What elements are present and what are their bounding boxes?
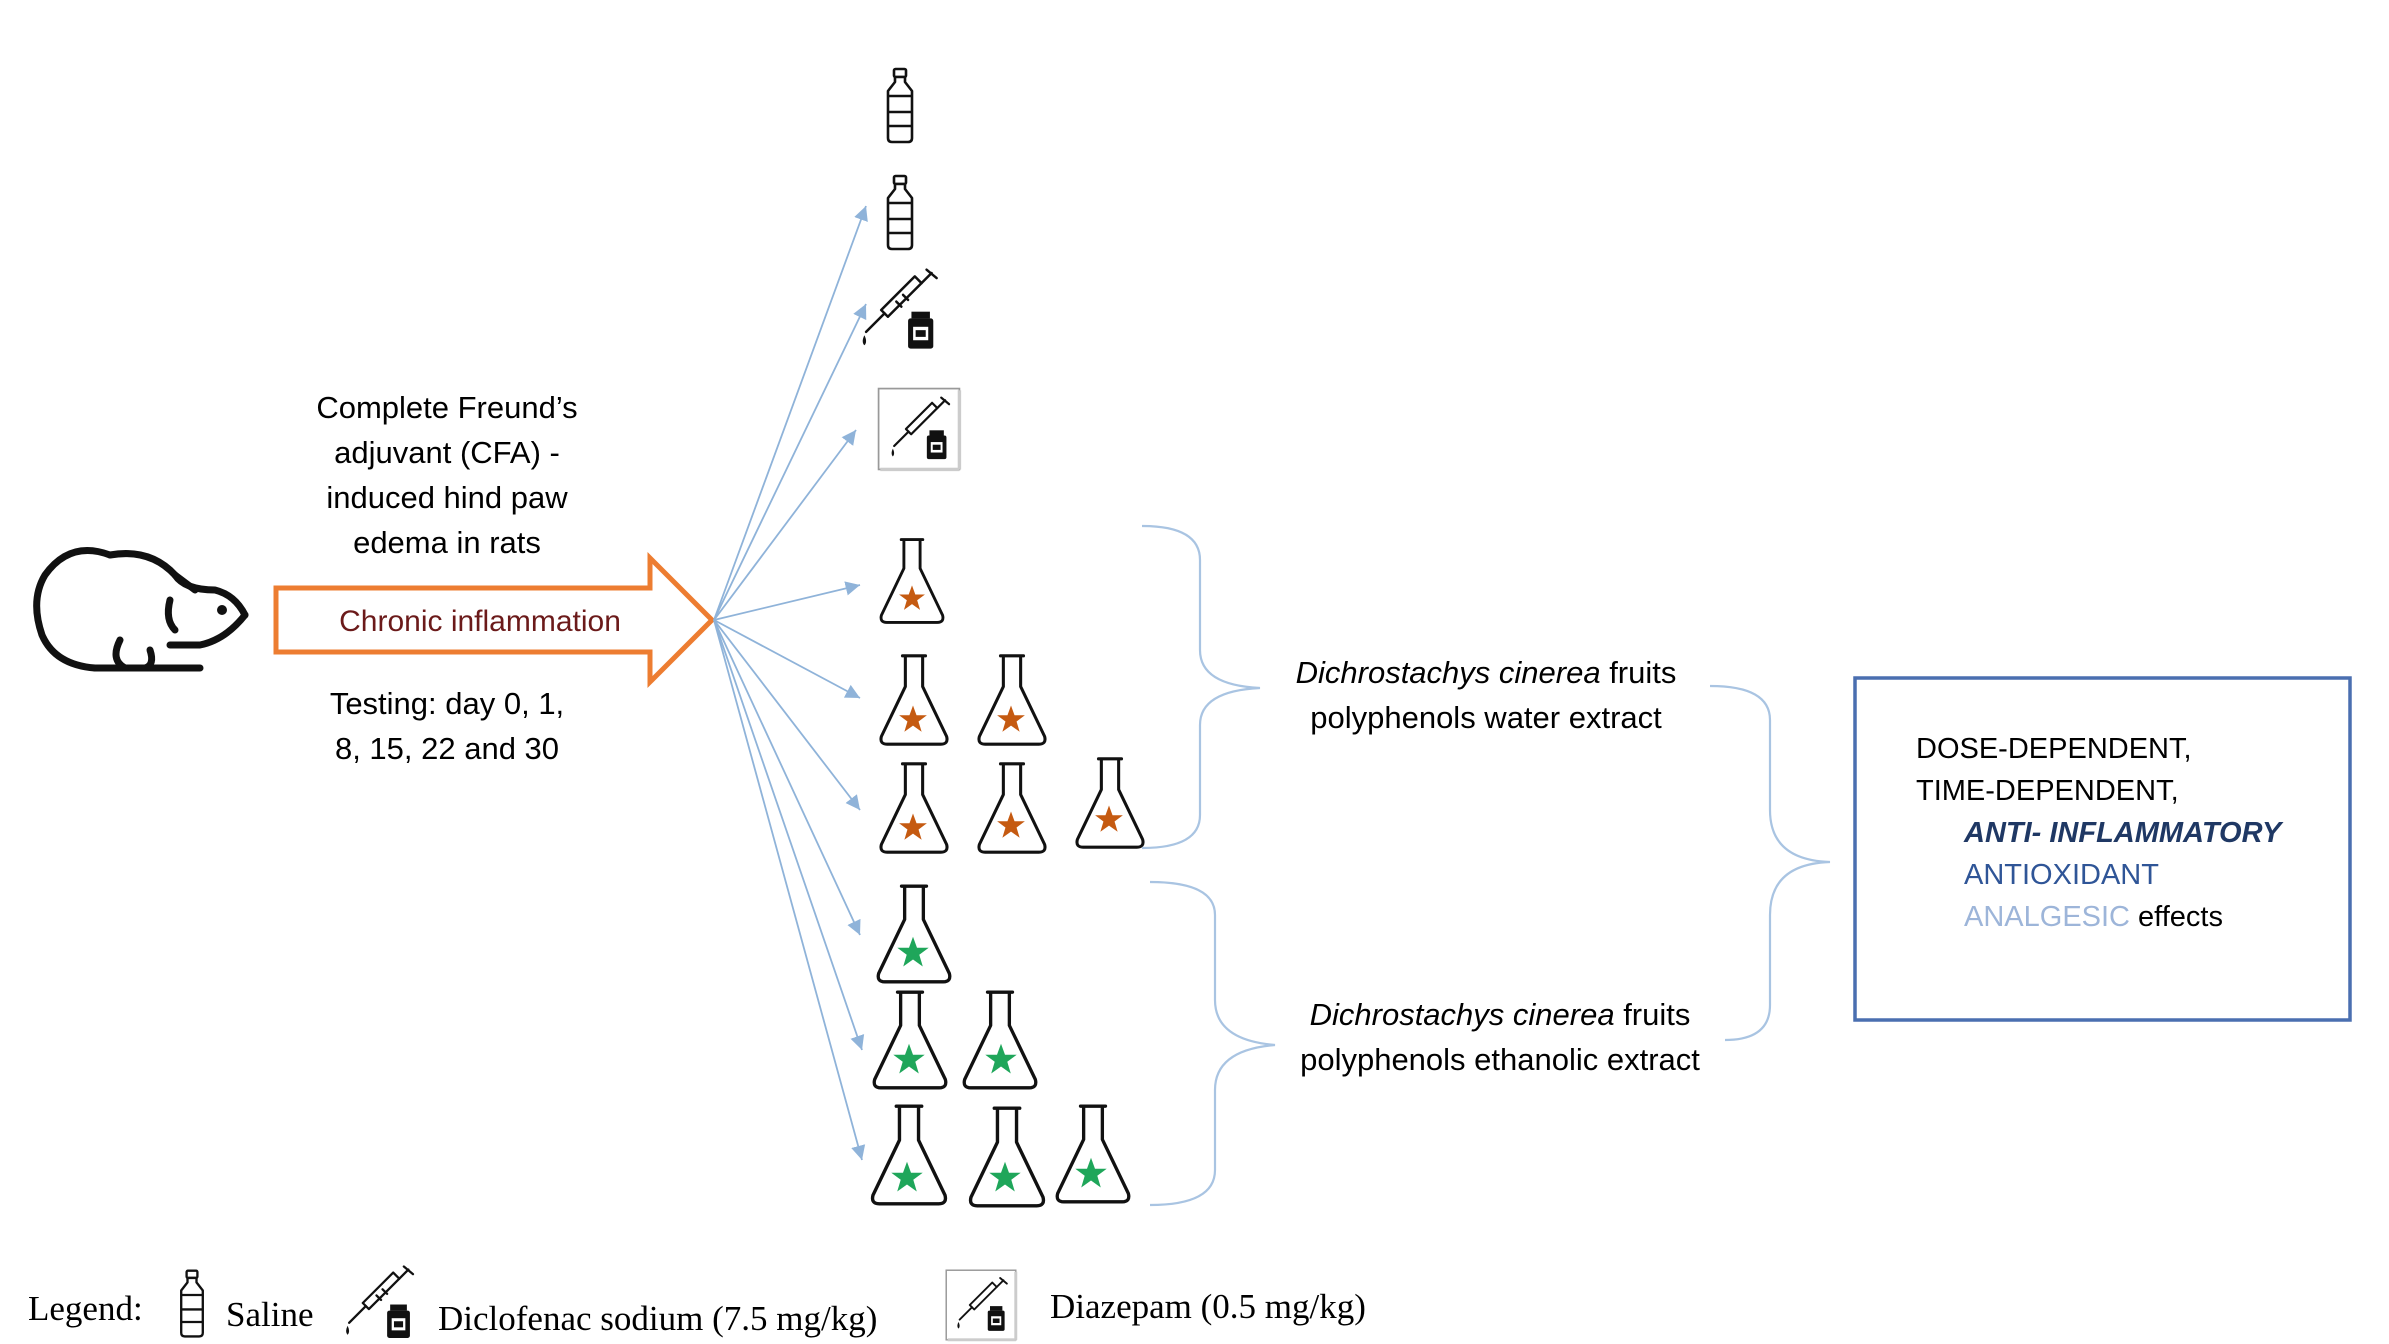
arrow-to-saline-2 [713,205,868,621]
arrow-to-ethanol-low [713,619,861,936]
flask-icon [1055,1104,1131,1204]
arrow-to-ethanol-high [713,619,866,1161]
arrow-to-diazepam [713,429,857,621]
effects-line-2: TIME-DEPENDENT, [1916,775,2179,807]
flask-icon [870,1104,948,1206]
cfa-line-2: adjuvant (CFA) - [334,435,560,470]
combined-brace [1709,684,1831,1042]
arrow-to-water-low [713,581,861,621]
chronic-inflammation-arrow [273,551,716,689]
legend-diazepam-icon [944,1268,1018,1342]
arrow-to-water-high [713,619,861,811]
legend-saline-icon [180,1269,204,1338]
legend-diclofenac-label: Diclofenac sodium (7.5 mg/kg) [438,1299,877,1338]
legend-diclofenac-icon [344,1265,415,1340]
testing-line-2: 8, 15, 22 and 30 [335,731,559,766]
flask-icon [872,990,948,1090]
cfa-line-1: Complete Freund’s [316,390,577,425]
flask-icon [1075,757,1145,849]
flask-icon [879,654,949,746]
water-extract-flasks [879,538,1145,854]
flask-icon [879,762,949,854]
testing-line-1: Testing: day 0, 1, [330,686,564,721]
rat-eye [217,605,227,615]
saline-bottle-icon [886,174,914,251]
effects-analgesic-line: ANALGESIC effects [1964,901,2223,933]
arrow-to-ethanol-mid [713,619,865,1051]
cfa-line-3: induced hind paw [326,480,568,515]
legend-saline-label: Saline [226,1295,313,1334]
effects-box [1853,676,2352,1022]
water-brace [1141,524,1261,850]
flask-icon [977,654,1047,746]
saline-bottle-icon [886,67,914,144]
cfa-line-4: edema in rats [353,525,541,560]
group-arrows [713,205,868,1161]
effects-antioxidant: ANTIOXIDANT [1964,859,2159,891]
ethanol-extract-line-1: Dichrostachys cinerea fruits [1310,997,1691,1032]
flask-icon [977,762,1047,854]
effects-anti-inflammatory: ANTI- INFLAMMATORY [1963,817,2284,849]
ethanol-brace [1149,880,1276,1207]
legend-title: Legend: [28,1289,143,1328]
legend-diazepam-label: Diazepam (0.5 mg/kg) [1050,1287,1366,1326]
effects-line-1: DOSE-DEPENDENT, [1916,733,2192,765]
arrow-to-diclofenac [713,303,867,621]
flask-icon [968,1106,1046,1208]
arrow-label: Chronic inflammation [339,605,621,638]
ethanol-extract-line-2: polyphenols ethanolic extract [1300,1042,1700,1077]
syringe-vial-icon [861,268,938,350]
syringe-box-icon [877,387,962,472]
water-extract-line-1: Dichrostachys cinerea fruits [1296,655,1677,690]
rat-icon [33,547,249,672]
flask-icon [876,884,952,984]
flask-icon [879,538,945,624]
arrow-to-water-mid [713,619,861,699]
ethanol-extract-flasks [870,884,1131,1208]
water-extract-line-2: polyphenols water extract [1310,700,1662,735]
flask-icon [962,990,1038,1090]
